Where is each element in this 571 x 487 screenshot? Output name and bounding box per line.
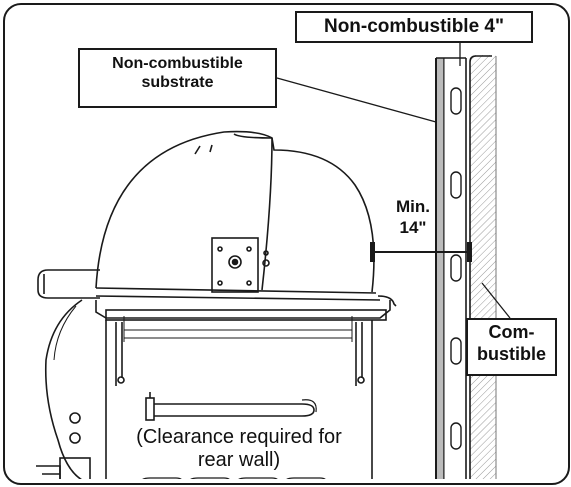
combustible-wall bbox=[469, 55, 497, 479]
tool-rod bbox=[145, 392, 317, 421]
wall-slots bbox=[450, 87, 462, 450]
noncombustible-4-label: Non-combustible 4" bbox=[295, 11, 533, 43]
bottom-slats bbox=[139, 477, 329, 479]
noncombustible-wall bbox=[435, 57, 467, 479]
clearance-line1: (Clearance required for bbox=[136, 426, 342, 448]
combustible-line1: Com- bbox=[488, 322, 535, 342]
combustible-label: Com- bustible bbox=[466, 318, 557, 376]
combustible-line2: bustible bbox=[476, 343, 546, 364]
grill-body bbox=[95, 295, 397, 479]
clearance-dimension bbox=[370, 242, 472, 262]
min-clearance-label: Min. 14" bbox=[388, 196, 438, 239]
noncombustible-substrate-line2: substrate bbox=[141, 74, 214, 92]
min-line2: 14" bbox=[399, 218, 427, 238]
noncombustible-substrate-label: Non-combustible substrate bbox=[78, 48, 277, 108]
noncombustible-substrate-line1: Non-combustible bbox=[112, 55, 243, 72]
grill-handle bbox=[37, 269, 100, 299]
control-knob bbox=[36, 299, 91, 479]
leader-lines bbox=[276, 40, 511, 319]
min-line1: Min. bbox=[396, 197, 430, 216]
clearance-note: (Clearance required for rear wall) bbox=[108, 426, 370, 472]
clearance-line2: rear wall) bbox=[197, 449, 281, 471]
grill-lid bbox=[95, 130, 381, 301]
